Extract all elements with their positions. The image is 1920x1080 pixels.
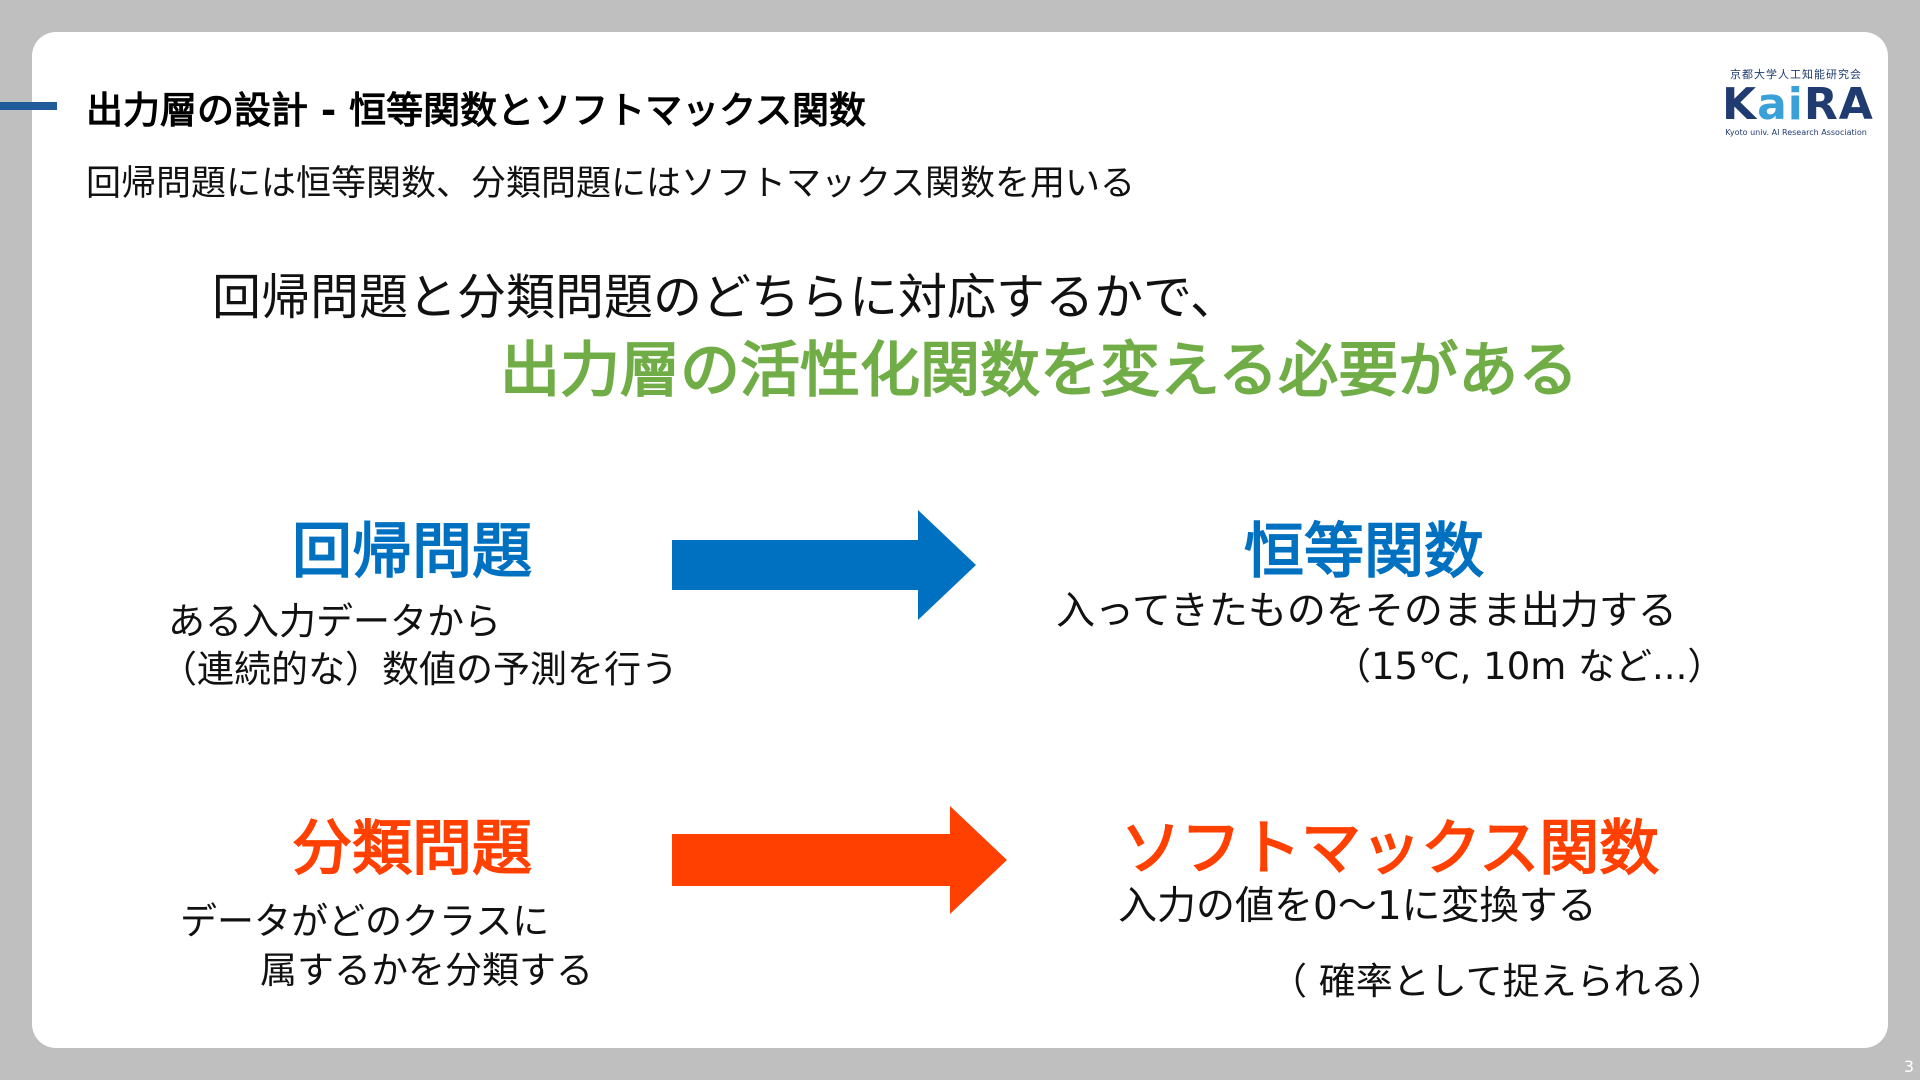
softmax-function-term: ソフトマックス関数 xyxy=(1121,814,1660,884)
logo-wordmark-suffix: RA xyxy=(1803,79,1874,130)
lead-text-line2: 出力層の活性化関数を変える必要がある xyxy=(500,336,1579,406)
identity-function-term: 恒等関数 xyxy=(1244,517,1484,587)
softmax-function-desc-line1: 入力の値を0〜1に変換する xyxy=(1118,884,1597,929)
softmax-function-desc-line2: （ 確率として捉えられる） xyxy=(1270,960,1725,1003)
slide-subtitle: 回帰問題には恒等関数、分類問題にはソフトマックス関数を用いる xyxy=(86,164,1135,204)
classification-term: 分類問題 xyxy=(292,814,532,884)
identity-function-desc-line2: （15℃, 10m など...） xyxy=(1334,645,1725,688)
kaira-logo: 京都大学人工知能研究会 KaiRA Kyoto univ. AI Researc… xyxy=(1722,66,1873,137)
lead-text-line1: 回帰問題と分類問題のどちらに対応するかで、 xyxy=(212,269,1240,326)
page-number: 3 xyxy=(1903,1057,1914,1076)
classification-desc-line1: データがどのクラスに xyxy=(180,900,550,943)
slide-title: 出力層の設計 - 恒等関数とソフトマックス関数 xyxy=(86,89,867,132)
logo-subtext: Kyoto univ. AI Research Association xyxy=(1725,128,1867,137)
right-arrow-icon xyxy=(672,510,976,620)
logo-wordmark-accent: ai xyxy=(1757,79,1804,130)
classification-desc-line2: 属するかを分類する xyxy=(260,949,593,992)
regression-desc-line2: （連続的な）数値の予測を行う xyxy=(160,648,678,691)
title-accent-bar xyxy=(0,102,57,110)
logo-wordmark: KaiRA xyxy=(1722,79,1873,130)
identity-function-desc-line1: 入ってきたものをそのまま出力する xyxy=(1056,589,1677,634)
logo-wordmark-prefix: K xyxy=(1722,79,1758,130)
logo-top-text: 京都大学人工知能研究会 xyxy=(1730,68,1862,81)
regression-desc-line1: ある入力データから xyxy=(168,600,501,643)
regression-term: 回帰問題 xyxy=(292,517,532,587)
right-arrow-icon xyxy=(672,806,1007,914)
